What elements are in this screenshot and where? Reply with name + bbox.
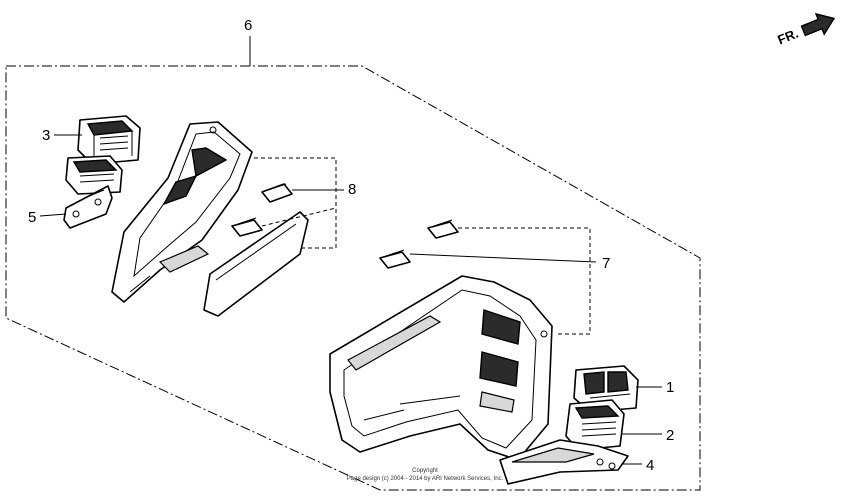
callout-1: 1 (666, 379, 674, 396)
front-label: FR. (775, 26, 800, 48)
leader-5 (39, 213, 67, 217)
left-trim-pad (203, 211, 309, 317)
part-3-vent (77, 115, 141, 165)
part-1-vent (573, 365, 639, 413)
right-console-panel (329, 275, 553, 461)
callout-7: 7 (602, 255, 610, 272)
assembly-frame (5, 65, 701, 491)
front-arrow-icon (800, 12, 836, 37)
leader-7 (458, 227, 591, 335)
front-direction-indicator: FR. (775, 12, 836, 48)
copyright-line1: Copyright (412, 468, 438, 474)
callout-6: 6 (244, 17, 252, 34)
copyright-line2: Page design (c) 2004 - 2014 by ARI Netwo… (347, 476, 504, 482)
part-2-bezel (565, 399, 625, 451)
callout-4: 4 (646, 457, 654, 474)
callout-5: 5 (28, 209, 36, 226)
part-vent-bezel (65, 155, 123, 195)
callout-3: 3 (42, 127, 50, 144)
leader-7b (409, 253, 597, 263)
leader-8c (261, 207, 337, 227)
part-8-clips (231, 183, 293, 237)
leader-8 (254, 157, 337, 249)
left-console-panel (111, 121, 253, 303)
callout-2: 2 (666, 427, 674, 444)
callout-8: 8 (348, 181, 356, 198)
part-4-bracket (499, 439, 629, 485)
part-7-clips (379, 219, 459, 269)
part-5-bracket (63, 185, 113, 229)
